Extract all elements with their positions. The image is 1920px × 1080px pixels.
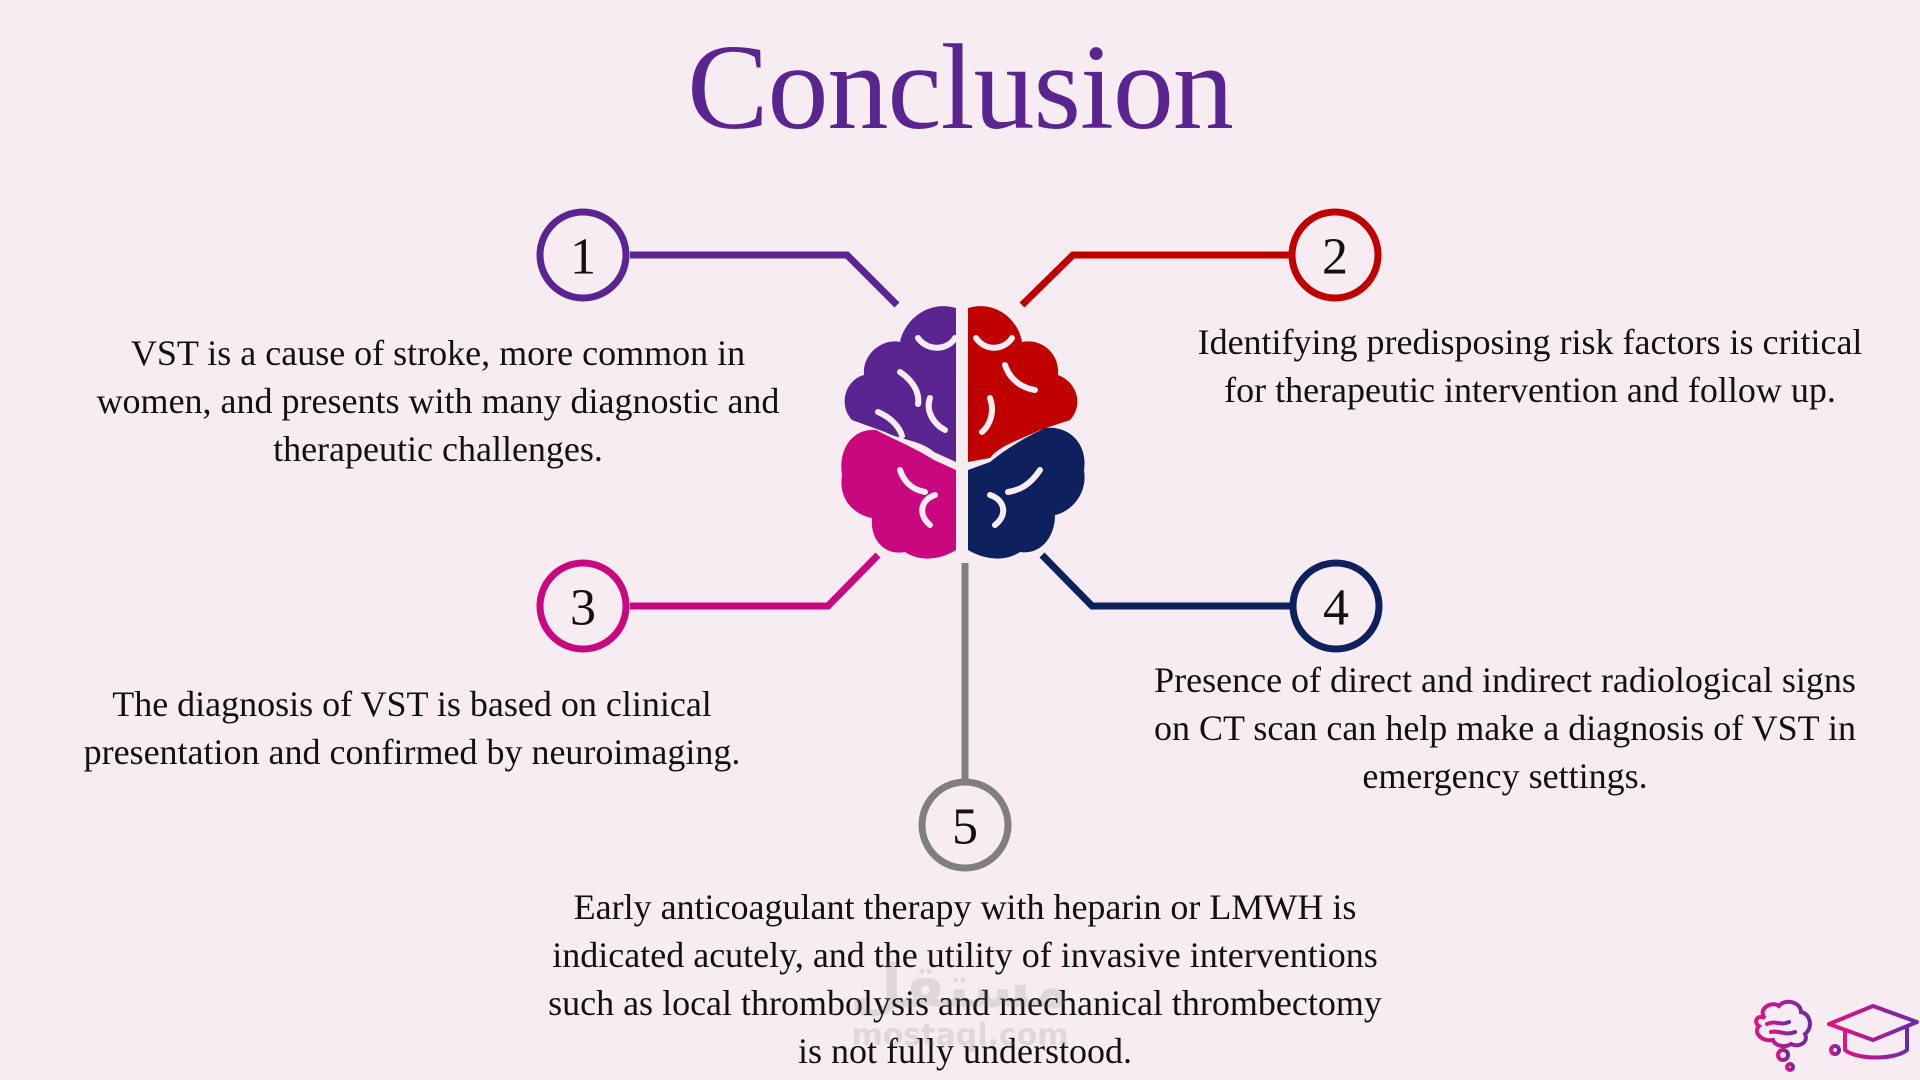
brain-lobe-top-left xyxy=(844,306,958,462)
brain-thought-icon xyxy=(1754,999,1812,1072)
connector-line-4 xyxy=(1039,552,1290,610)
number-label-4: 4 xyxy=(1323,580,1349,637)
brain-icon xyxy=(841,306,1085,559)
number-circle-2: 2 xyxy=(1288,208,1382,302)
number-label-2: 2 xyxy=(1322,229,1348,286)
graduation-cap-icon xyxy=(1827,1004,1919,1060)
number-label-1: 1 xyxy=(570,229,596,286)
point-4-line: emergency settings. xyxy=(1362,756,1648,796)
point-5-line: is not fully understood. xyxy=(798,1031,1132,1071)
number-circle-3: 3 xyxy=(536,559,630,653)
point-1-line: women, and presents with many diagnostic… xyxy=(96,381,780,421)
point-5-text: Early anticoagulant therapy with heparin… xyxy=(500,883,1430,1075)
point-4-line: Presence of direct and indirect radiolog… xyxy=(1154,660,1856,700)
connector-line-2 xyxy=(1019,251,1290,308)
number-circle-4: 4 xyxy=(1289,559,1383,653)
point-1-line: therapeutic challenges. xyxy=(273,429,603,469)
brain-lobe-bottom-left xyxy=(841,429,956,559)
point-2-line: Identifying predisposing risk factors is… xyxy=(1197,322,1863,362)
connector-line-3 xyxy=(630,552,881,610)
number-label-3: 3 xyxy=(570,580,596,637)
logo xyxy=(1754,999,1919,1072)
point-3-line: The diagnosis of VST is based on clinica… xyxy=(112,684,712,724)
point-4-line: on CT scan can help make a diagnosis of … xyxy=(1154,708,1856,748)
point-5-line: such as local thrombolysis and mechanica… xyxy=(548,983,1382,1023)
number-label-5: 5 xyxy=(952,799,978,856)
slide-title: Conclusion xyxy=(687,20,1234,155)
point-3-text: The diagnosis of VST is based on clinica… xyxy=(42,680,782,776)
point-1-line: VST is a cause of stroke, more common in xyxy=(130,333,746,373)
brain-lobe-bottom-right xyxy=(968,427,1085,559)
number-circle-5: 5 xyxy=(918,778,1012,872)
point-4-text: Presence of direct and indirect radiolog… xyxy=(1110,656,1900,800)
number-circle-1: 1 xyxy=(536,208,630,302)
point-1-text: VST is a cause of stroke, more common in… xyxy=(88,329,788,473)
brain-lobe-top-right xyxy=(968,306,1078,462)
point-5-line: indicated acutely, and the utility of in… xyxy=(552,935,1378,975)
point-2-text: Identifying predisposing risk factors is… xyxy=(1170,318,1890,414)
point-3-line: presentation and confirmed by neuroimagi… xyxy=(83,732,741,772)
point-5-line: Early anticoagulant therapy with heparin… xyxy=(573,887,1357,927)
connector-line-1 xyxy=(630,251,900,308)
point-2-line: for therapeutic intervention and follow … xyxy=(1224,370,1836,410)
